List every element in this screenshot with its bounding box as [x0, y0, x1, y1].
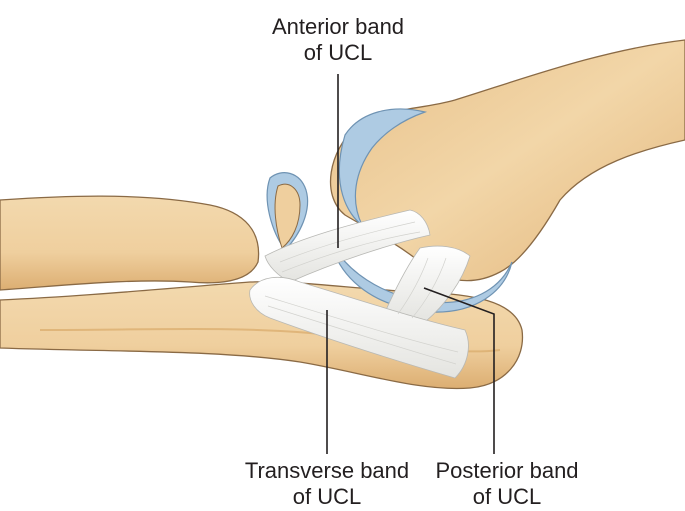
coronoid-bone [274, 183, 301, 249]
transverse-band-label-line2: of UCL [292, 484, 362, 509]
posterior-band-label-line2: of UCL [472, 484, 542, 509]
humerus-cartilage [338, 108, 428, 226]
transverse-band-label-line1: Transverse band [244, 458, 410, 483]
ligament-fibers [264, 221, 459, 365]
joint-cartilage-lower [329, 239, 513, 313]
leader-line-posterior [423, 287, 495, 454]
leader-lines [326, 74, 495, 454]
posterior-band-label-line1: Posterior band [435, 458, 579, 483]
anterior-band-label-line1: Anterior band [271, 14, 405, 39]
anterior-band-label: Anterior band of UCL [248, 14, 428, 66]
transverse-band-label: Transverse band of UCL [232, 458, 422, 510]
anterior-band-label-line2: of UCL [303, 40, 373, 65]
posterior-band-label: Posterior band of UCL [412, 458, 602, 510]
radius-bone [0, 195, 260, 291]
transverse-band-ligament [249, 276, 469, 379]
